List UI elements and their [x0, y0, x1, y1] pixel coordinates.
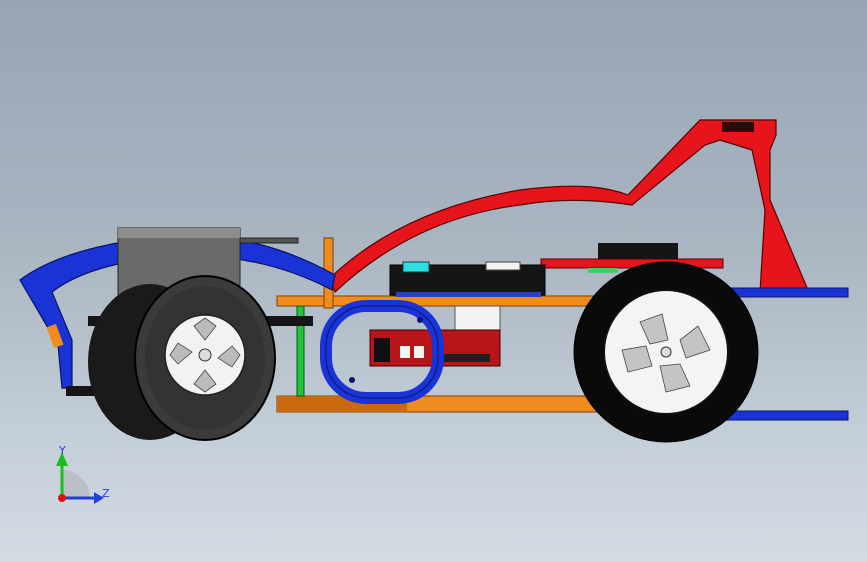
green-posts[interactable] [296, 305, 305, 397]
front-wheel[interactable] [88, 275, 276, 441]
rear-wheel[interactable] [573, 261, 759, 443]
triad-z-arrow-icon [94, 492, 104, 504]
orientation-triad[interactable]: Y Z [56, 444, 110, 504]
green-post-front[interactable] [296, 305, 305, 397]
cyan-connector[interactable] [402, 261, 430, 273]
electronics[interactable] [369, 261, 546, 367]
deck-green-strip [588, 268, 618, 273]
ring-bolt-2 [417, 317, 423, 323]
triad-x-origin-icon [58, 494, 66, 502]
blue-lower-rear-bar[interactable] [719, 410, 849, 421]
orange-reflector [46, 323, 64, 349]
pcb-pins [440, 354, 490, 362]
front-axle-cap [198, 348, 212, 362]
servo-top [118, 228, 240, 238]
blue-oval-ring[interactable] [320, 300, 444, 404]
rear-hub-spokes-icon [621, 313, 711, 393]
triad-quarter-disc [62, 470, 90, 498]
triad-z-label: Z [102, 487, 110, 500]
wing-slot [722, 122, 754, 132]
white-connector[interactable] [485, 261, 521, 271]
blue-upper-rear-bar[interactable] [719, 287, 849, 298]
deck-black-box[interactable] [598, 243, 678, 259]
front-hub-spokes-icon [169, 317, 241, 393]
servo-arm[interactable] [239, 237, 299, 244]
rear-axle-cap [660, 346, 672, 358]
triad-y-arrow-icon [56, 452, 68, 466]
triad-y-label: Y [58, 444, 66, 457]
pcb-chip-1 [400, 346, 410, 358]
pcb-black-header [374, 338, 390, 362]
pcb-chip-2 [414, 346, 424, 358]
ring-bolt-1 [349, 377, 355, 383]
battery-blue-strip [396, 292, 541, 297]
